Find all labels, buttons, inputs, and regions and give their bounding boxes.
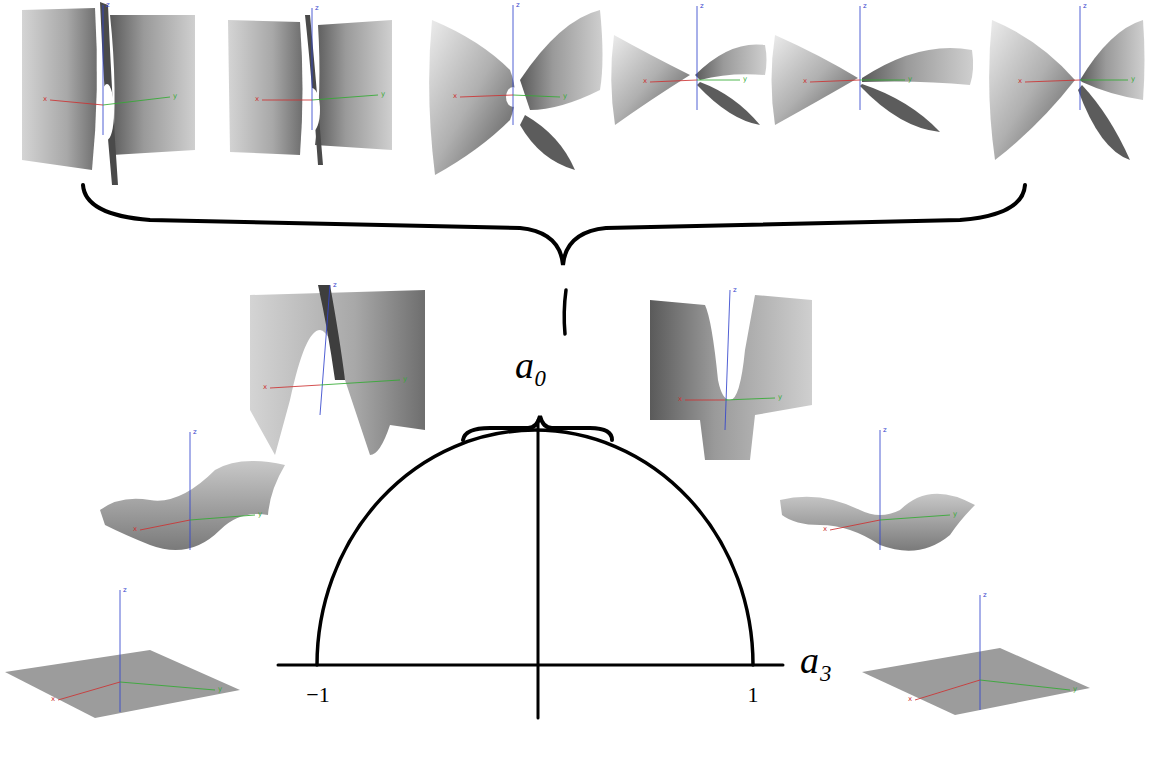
axis-letter: z bbox=[733, 287, 737, 294]
plot-axis bbox=[103, 97, 170, 105]
plot-axis bbox=[312, 8, 313, 130]
axis-letter: x bbox=[263, 384, 267, 391]
axis-label: a₀ bbox=[515, 346, 547, 384]
axis-letter: x bbox=[133, 526, 137, 533]
axis-letter: y bbox=[743, 76, 747, 83]
vertical-axis bbox=[537, 420, 540, 718]
semicircle bbox=[317, 430, 753, 665]
horizontal-axis bbox=[278, 664, 783, 667]
axis-letter: y bbox=[953, 511, 957, 518]
axis-letter: x bbox=[51, 696, 55, 703]
large-brace bbox=[83, 185, 1025, 265]
tick-label: −1 bbox=[306, 684, 329, 706]
axis-letter: x bbox=[1018, 78, 1022, 85]
axis-letter: y bbox=[403, 376, 407, 383]
plot-axis bbox=[685, 400, 725, 401]
plot-axis bbox=[697, 6, 698, 110]
axis-letter: y bbox=[1073, 686, 1077, 693]
surface-renders bbox=[5, 2, 1145, 718]
plot-axis bbox=[513, 5, 514, 125]
axis-letter: y bbox=[218, 686, 222, 693]
plot-axis bbox=[103, 5, 104, 135]
axis-letter: z bbox=[315, 5, 319, 12]
plot-axis bbox=[120, 682, 215, 690]
plot-axis bbox=[725, 398, 775, 400]
brace-stem bbox=[564, 290, 566, 334]
axis-letter: z bbox=[883, 427, 887, 434]
plot-axis bbox=[1080, 80, 1128, 81]
plot-axis bbox=[262, 100, 312, 101]
axis-letter: x bbox=[823, 526, 827, 533]
plot-axes bbox=[50, 5, 1128, 712]
plot-axis bbox=[810, 80, 860, 82]
axis-letter: y bbox=[173, 93, 177, 100]
axis-letter: x bbox=[803, 78, 807, 85]
axis-letter: x bbox=[643, 78, 647, 85]
plot-axis bbox=[190, 432, 191, 550]
plot-axis bbox=[320, 380, 400, 385]
plot-axis bbox=[190, 515, 255, 520]
axis-letter: z bbox=[983, 592, 987, 599]
plot-axis bbox=[860, 6, 861, 110]
plot-axis bbox=[1080, 6, 1081, 110]
axis-letter: x bbox=[453, 93, 457, 100]
plot-axis bbox=[58, 682, 120, 700]
plot-axis bbox=[915, 680, 980, 700]
plot-axis bbox=[725, 290, 730, 430]
plot-axis bbox=[860, 80, 905, 81]
plot-axis bbox=[270, 385, 320, 388]
plot-axis bbox=[880, 430, 881, 550]
parameter-plane bbox=[83, 185, 1025, 718]
axis-letter: y bbox=[381, 91, 385, 98]
axis-letter: x bbox=[255, 96, 259, 103]
plot-axis bbox=[120, 590, 121, 712]
axis-letter: z bbox=[123, 587, 127, 594]
tick-label: 1 bbox=[748, 684, 759, 706]
plot-axis bbox=[320, 285, 330, 415]
axis-letter: y bbox=[563, 93, 567, 100]
axis-letter: z bbox=[333, 282, 337, 289]
plot-axis bbox=[140, 520, 190, 530]
axis-letter: z bbox=[1083, 3, 1087, 10]
plot-axis bbox=[980, 595, 981, 710]
axis-letter: y bbox=[778, 394, 782, 401]
axis-letter: z bbox=[516, 2, 520, 9]
axis-letter: x bbox=[43, 96, 47, 103]
axis-letter: y bbox=[258, 511, 262, 518]
axis-letter: z bbox=[700, 3, 704, 10]
axis-letter: y bbox=[908, 76, 912, 83]
plot-axis bbox=[1025, 80, 1080, 82]
axis-letter: z bbox=[193, 429, 197, 436]
plot-axis bbox=[980, 680, 1070, 690]
plot-axis bbox=[830, 520, 880, 530]
plot-axis bbox=[880, 515, 950, 520]
axis-letter: x bbox=[908, 696, 912, 703]
plot-axis bbox=[513, 95, 560, 97]
axis-letter: y bbox=[1131, 76, 1135, 83]
axis-label: a₃ bbox=[800, 641, 832, 679]
axis-letter: x bbox=[678, 396, 682, 403]
axis-letter: z bbox=[863, 3, 867, 10]
axis-letter: z bbox=[106, 2, 110, 9]
plot-axis bbox=[650, 80, 697, 82]
plot-axis bbox=[312, 95, 378, 100]
plot-axis bbox=[50, 100, 103, 105]
plot-axis bbox=[697, 80, 740, 81]
plot-axis bbox=[460, 95, 513, 97]
